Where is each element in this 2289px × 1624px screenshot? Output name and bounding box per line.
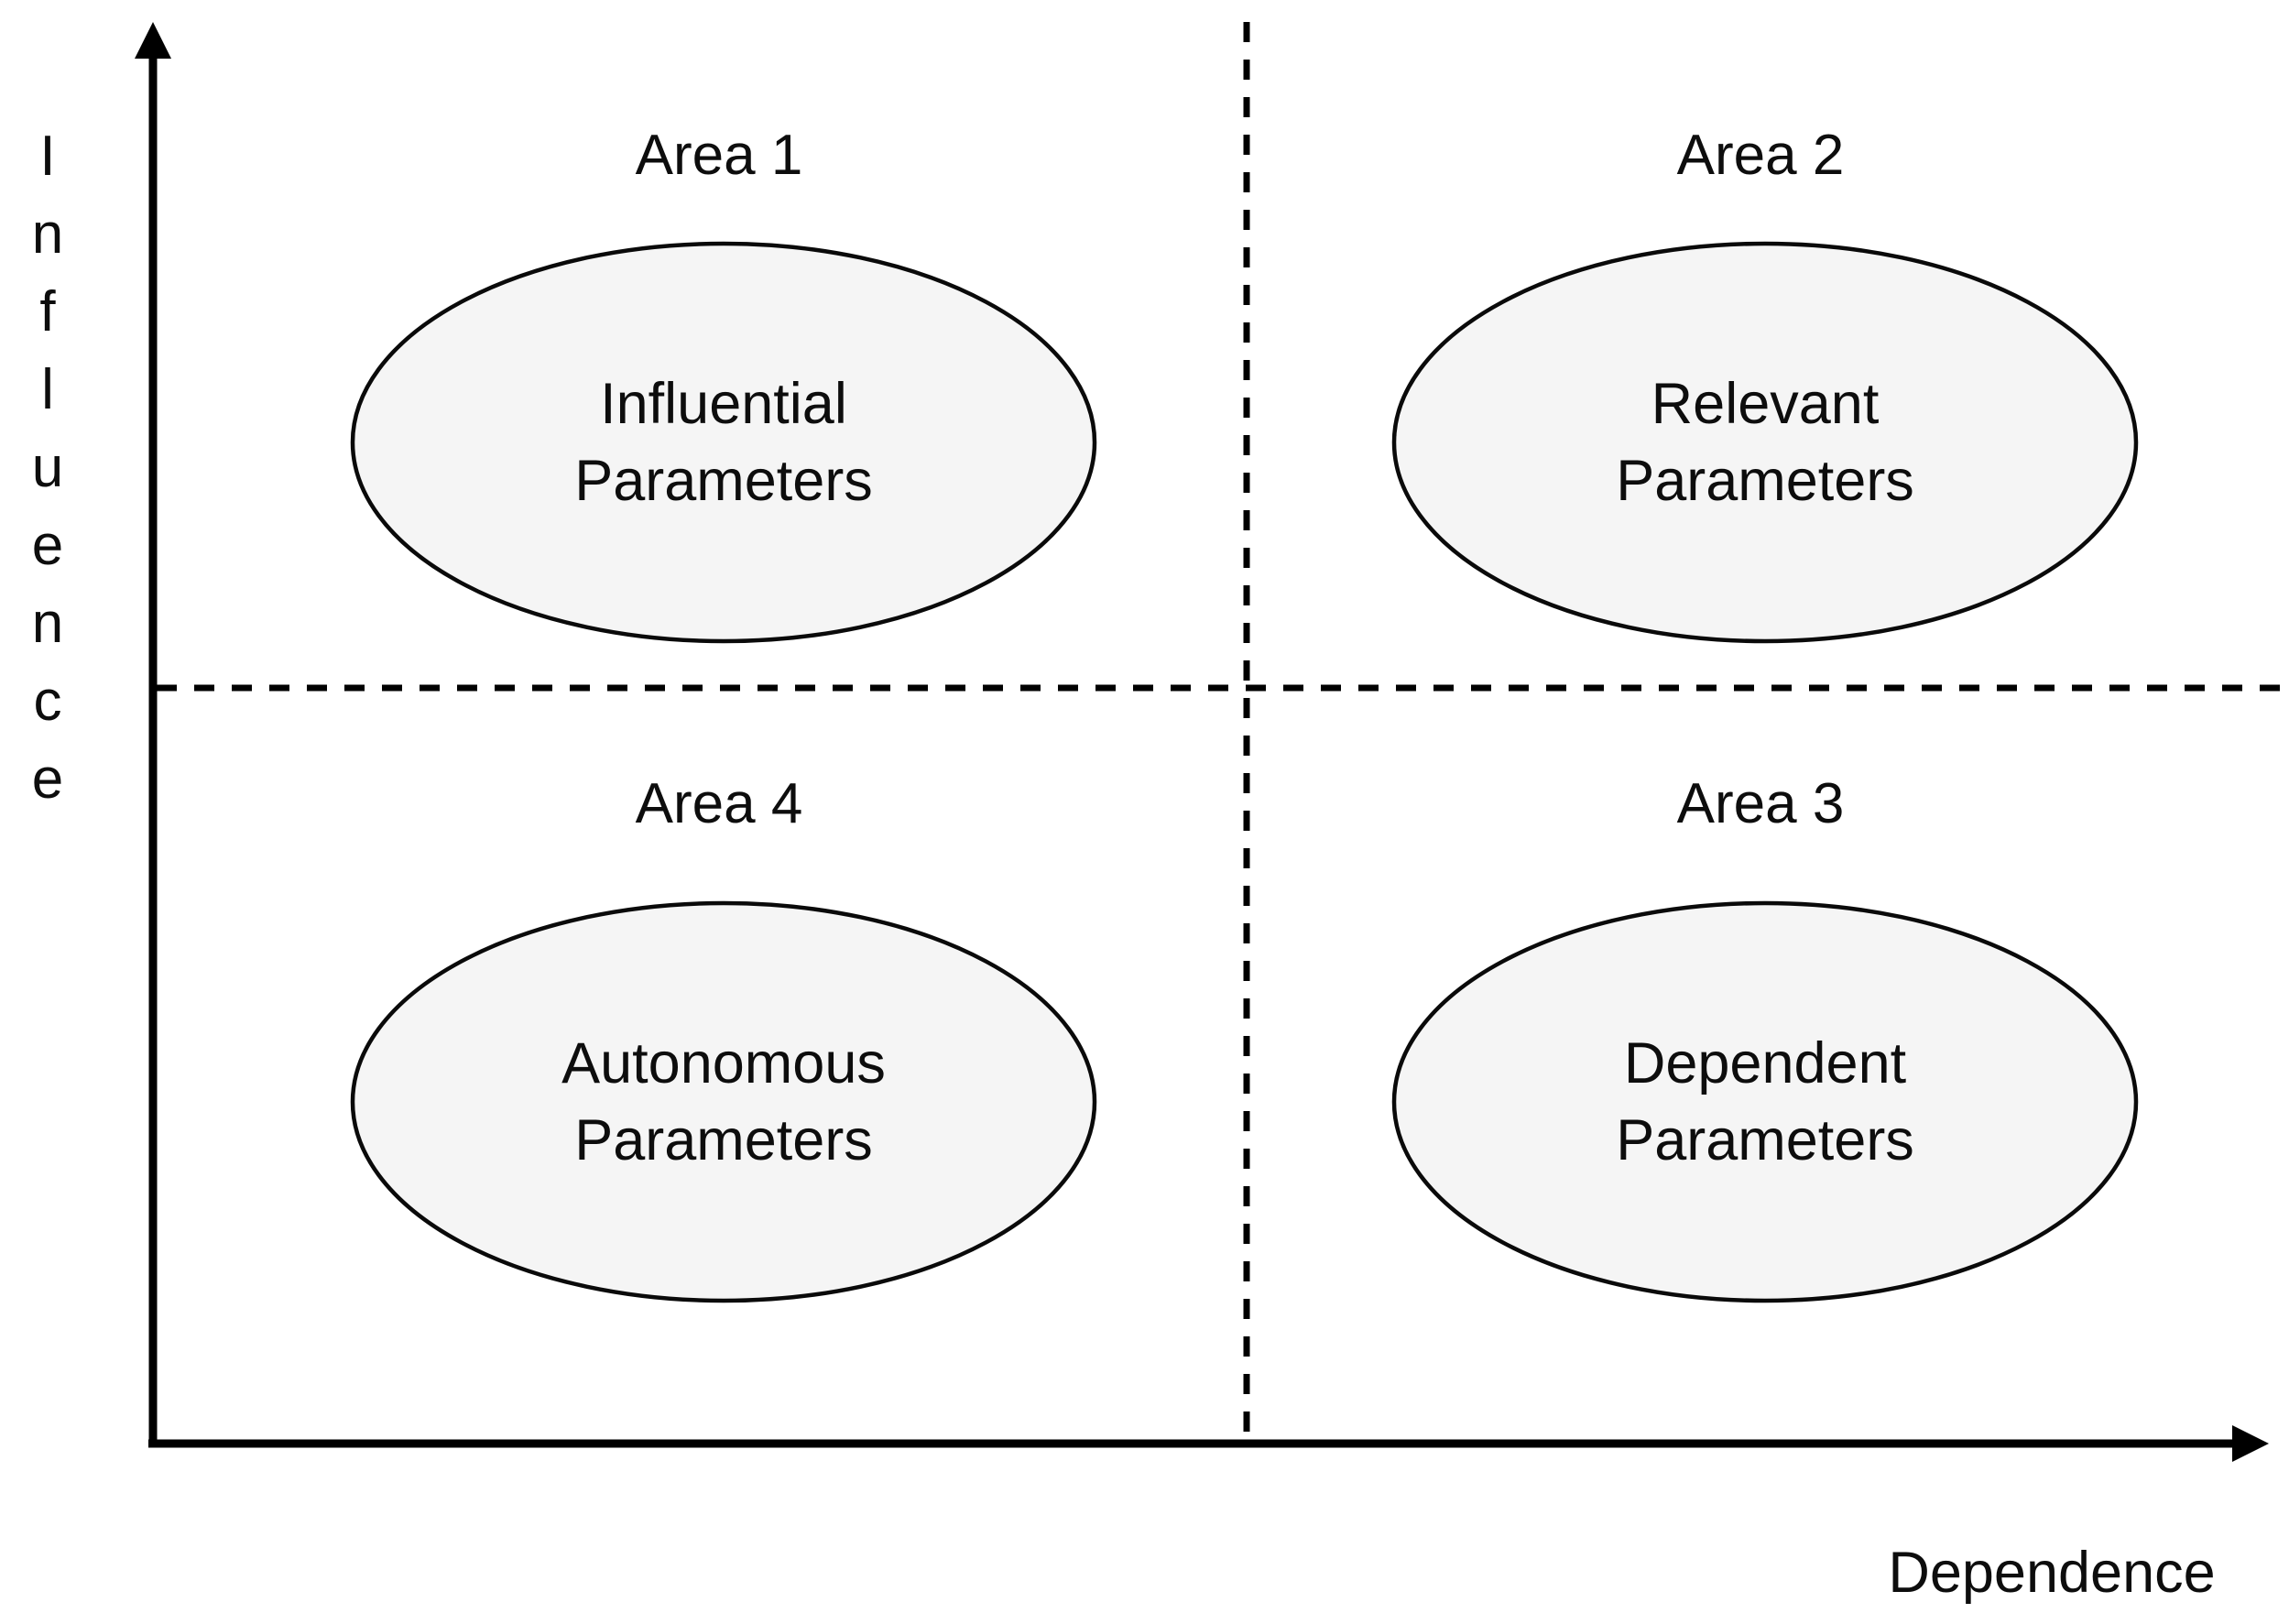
quadrant-label-area1: Area 1 (635, 124, 803, 187)
area4-ellipse-text: Autonomous Parameters (353, 1025, 1095, 1179)
area4-ellipse-text-line2: Parameters (574, 1108, 873, 1172)
y-axis-letter: I (39, 125, 56, 188)
y-axis-letter: u (31, 436, 64, 499)
area4-ellipse-text-line1: Autonomous (561, 1031, 886, 1095)
area1-ellipse-text: Influential Parameters (353, 365, 1095, 519)
y-axis-label: I n f l u e n c e (2, 117, 93, 818)
y-axis-letter: e (31, 514, 64, 577)
y-axis-letter: n (31, 592, 64, 655)
area2-ellipse-text-line1: Relevant (1651, 372, 1880, 436)
y-axis-letter: l (41, 358, 54, 421)
quadrant-label-area3: Area 3 (1676, 772, 1845, 835)
area3-ellipse-text-line2: Parameters (1616, 1108, 1914, 1172)
quadrant-label-area4: Area 4 (635, 772, 803, 835)
area2-ellipse-text: Relevant Parameters (1394, 365, 2136, 519)
y-axis-letter: n (31, 202, 64, 266)
y-axis-letter: e (31, 747, 64, 811)
y-axis-arrowhead-icon (135, 22, 171, 59)
area1-ellipse (350, 241, 1097, 644)
area1-ellipse-text-line1: Influential (600, 372, 847, 436)
area1-ellipse-text-line2: Parameters (574, 449, 873, 513)
area2-ellipse-text-line2: Parameters (1616, 449, 1914, 513)
area4-ellipse (350, 900, 1097, 1303)
y-axis-letter: c (33, 670, 62, 733)
y-axis-letter: f (39, 280, 56, 343)
area2-ellipse (1391, 241, 2139, 644)
quadrant-label-area2: Area 2 (1676, 124, 1845, 187)
x-axis-arrowhead-icon (2232, 1425, 2269, 1462)
area3-ellipse-text: Dependent Parameters (1394, 1025, 2136, 1179)
x-axis-label: Dependence (1888, 1541, 2216, 1605)
area3-ellipse-text-line1: Dependent (1623, 1031, 1907, 1095)
area3-ellipse (1391, 900, 2139, 1303)
